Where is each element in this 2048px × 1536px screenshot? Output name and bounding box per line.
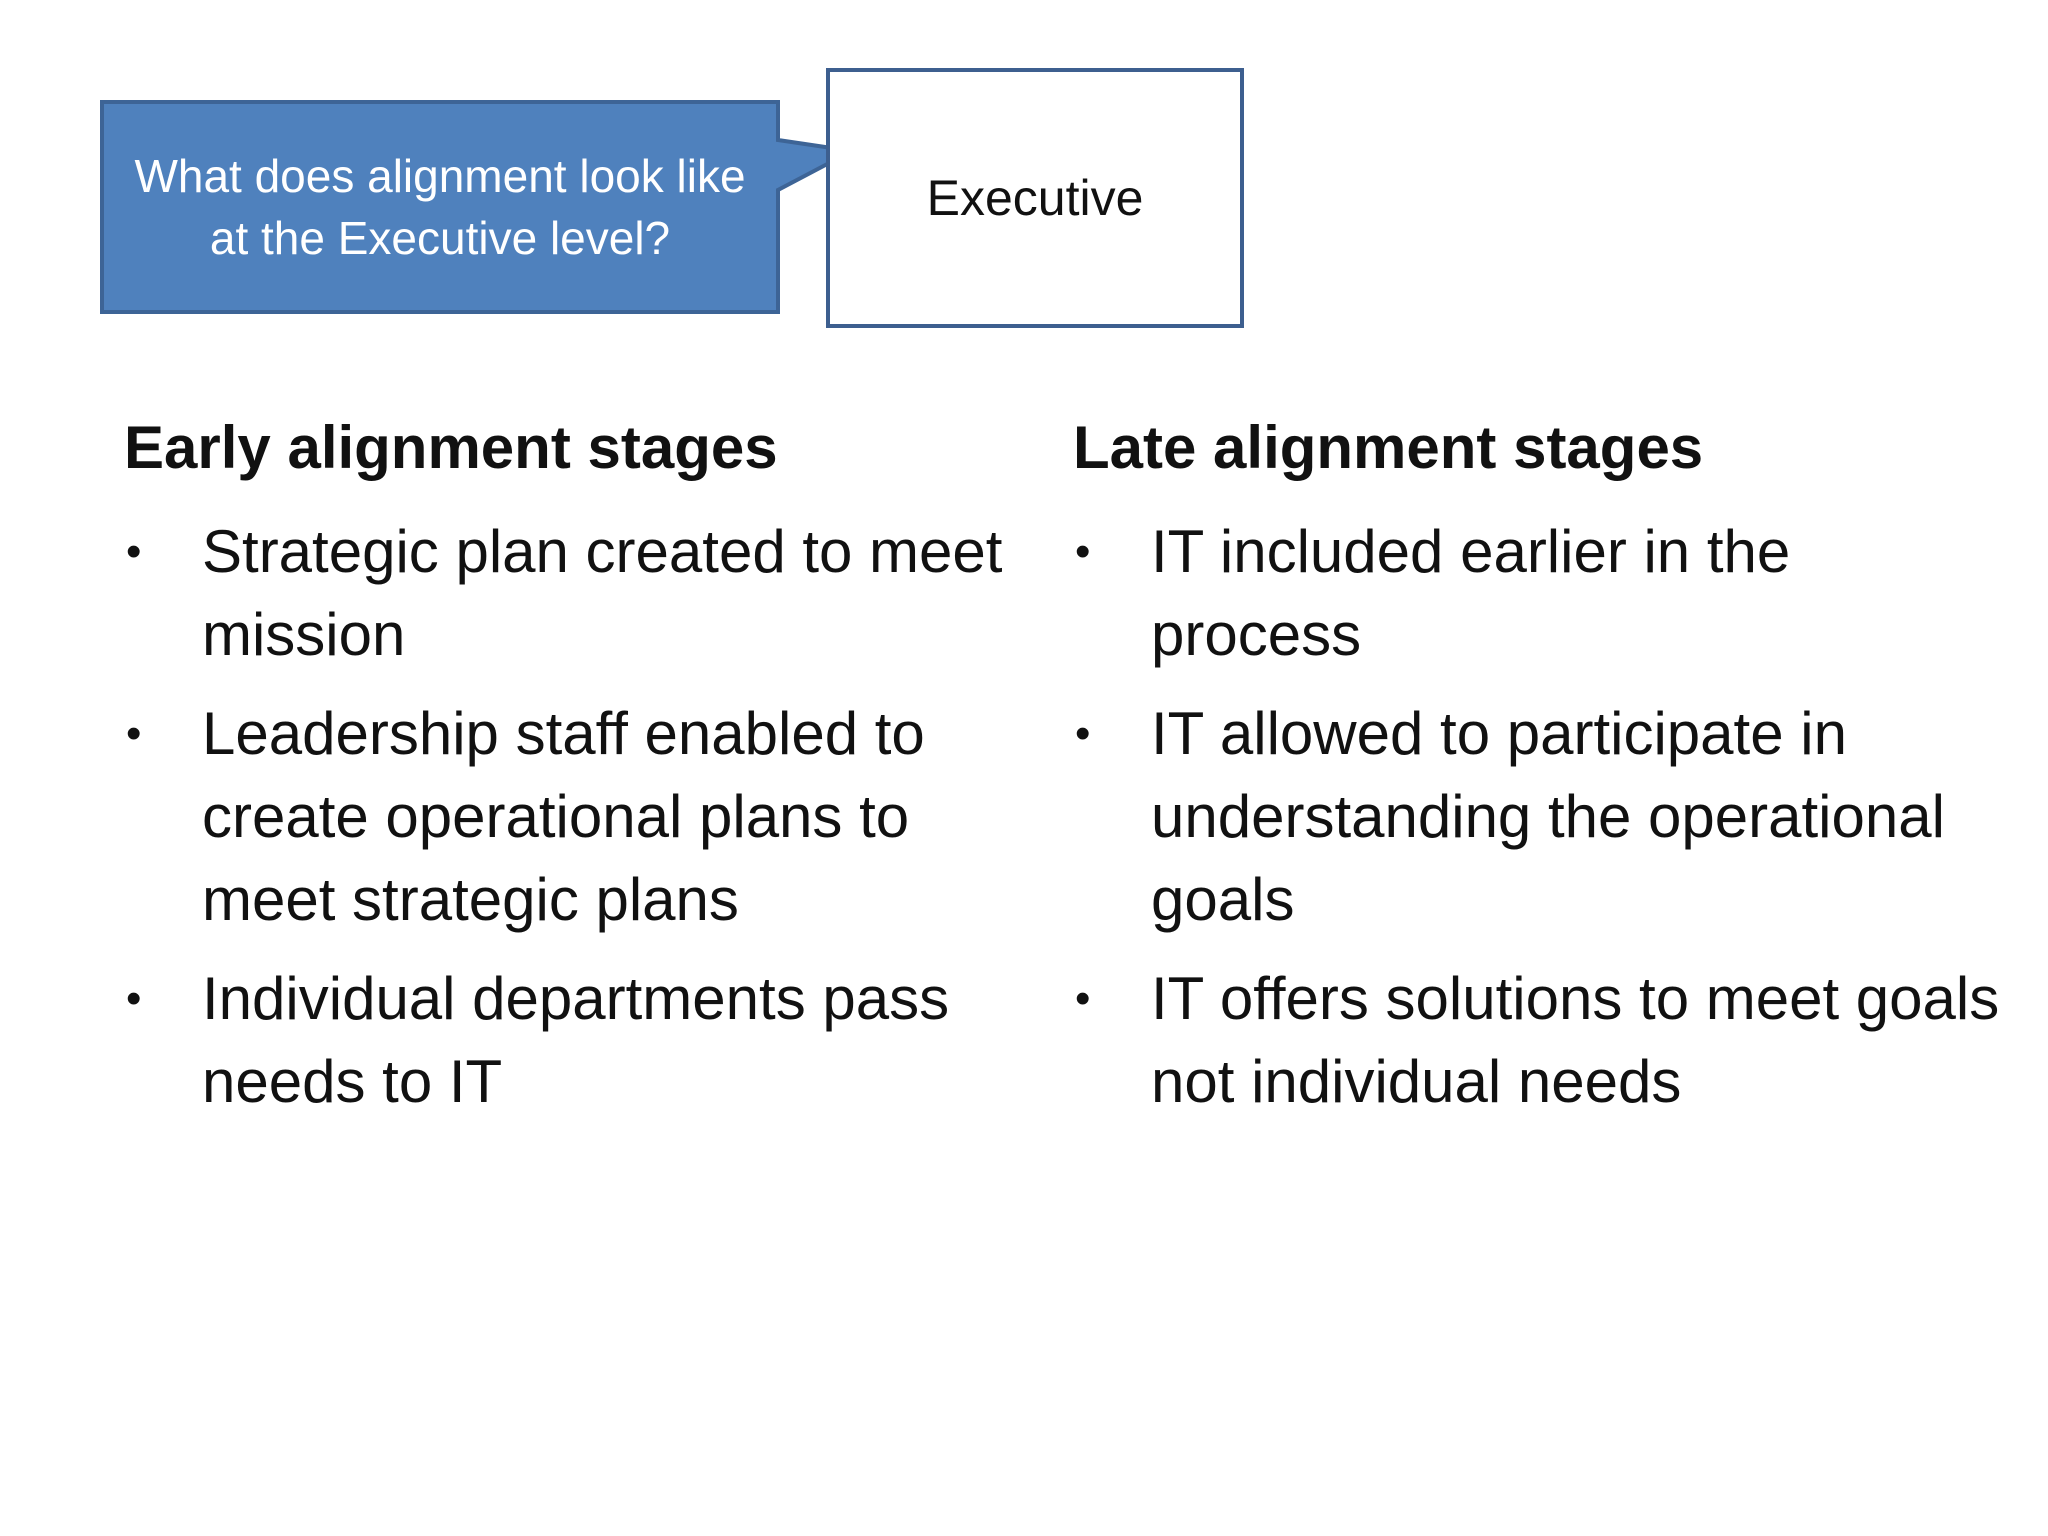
list-item: • IT allowed to participate in understan… bbox=[1073, 692, 2013, 941]
late-alignment-column: Late alignment stages • IT included earl… bbox=[1073, 408, 2013, 1139]
list-item: • IT included earlier in the process bbox=[1073, 510, 2013, 676]
early-alignment-heading: Early alignment stages bbox=[124, 414, 778, 481]
list-item: • Individual departments pass needs to I… bbox=[124, 957, 1024, 1123]
late-alignment-list: • IT included earlier in the process • I… bbox=[1073, 510, 2013, 1123]
list-item-text: IT offers solutions to meet goals not in… bbox=[1151, 965, 2000, 1115]
bullet-icon: • bbox=[126, 974, 142, 1023]
executive-box: Executive bbox=[826, 68, 1244, 328]
list-item-text: Individual departments pass needs to IT bbox=[202, 965, 950, 1115]
list-item-text: IT allowed to participate in understandi… bbox=[1151, 700, 1945, 933]
list-item-text: Strategic plan created to meet mission bbox=[202, 518, 1003, 668]
early-alignment-column: Early alignment stages • Strategic plan … bbox=[124, 408, 1024, 1139]
list-item-text: Leadership staff enabled to create opera… bbox=[202, 700, 925, 933]
bullet-icon: • bbox=[1075, 974, 1091, 1023]
list-item: • Leadership staff enabled to create ope… bbox=[124, 692, 1024, 941]
list-item: • Strategic plan created to meet mission bbox=[124, 510, 1024, 676]
executive-label: Executive bbox=[926, 170, 1144, 226]
bullet-icon: • bbox=[126, 527, 142, 576]
early-alignment-list: • Strategic plan created to meet mission… bbox=[124, 510, 1024, 1123]
bullet-icon: • bbox=[1075, 527, 1091, 576]
list-item-text: IT included earlier in the process bbox=[1151, 518, 1791, 668]
callout-question: What does alignment look like at the Exe… bbox=[134, 150, 746, 264]
bullet-icon: • bbox=[126, 709, 142, 758]
bullet-icon: • bbox=[1075, 709, 1091, 758]
late-alignment-heading: Late alignment stages bbox=[1073, 414, 1704, 481]
list-item: • IT offers solutions to meet goals not … bbox=[1073, 957, 2013, 1123]
